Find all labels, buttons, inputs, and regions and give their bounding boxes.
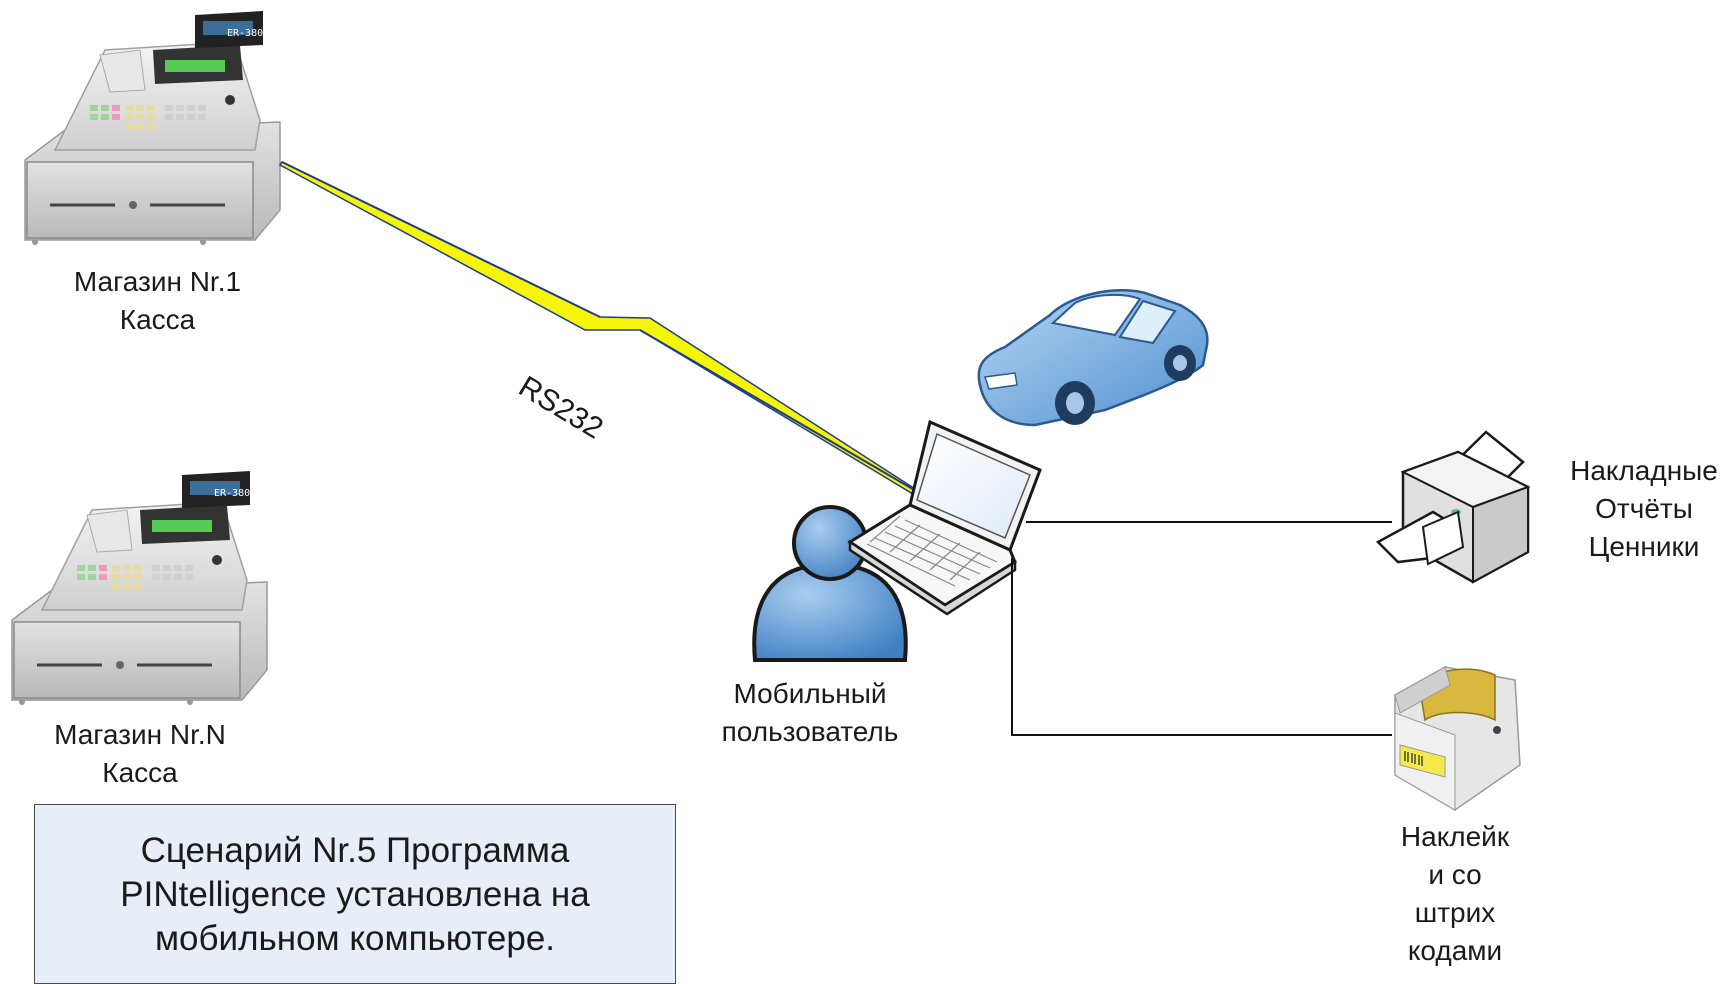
mobile-user-label-line-2: пользователь: [721, 716, 899, 747]
printer-label-line-2: Отчёты: [1595, 493, 1693, 524]
register-n-label-line-1: Магазин Nr.N: [54, 719, 226, 750]
cash-register-1-icon: ER-380: [24, 11, 281, 245]
mobile-user-label: Мобильный пользователь: [690, 675, 930, 751]
register-n-label: Магазин Nr.N Касса: [30, 716, 250, 792]
label-printer-label-line-4: кодами: [1407, 935, 1503, 966]
mobile-user-icon: [752, 505, 908, 662]
label-printer-label-line-1: Наклейк: [1400, 821, 1510, 852]
label-printer-label: Наклейк и со штрих кодами: [1365, 818, 1545, 970]
label-printer-icon: [1394, 666, 1521, 811]
laptop-icon: [847, 419, 1042, 616]
register-1-display-text: ER-380: [227, 28, 263, 39]
scenario-box: Сценарий Nr.5 Программа PINtelligence ус…: [34, 804, 676, 984]
register-n-display-text: ER-380: [214, 488, 250, 499]
printer-label-line-3: Ценники: [1588, 531, 1700, 562]
scenario-line-3: мобильном компьютере.: [154, 919, 556, 958]
label-printer-label-line-2: и со: [1428, 859, 1482, 890]
register-1-label: Магазин Nr.1 Касса: [50, 263, 265, 339]
register-1-label-line-2: Касса: [119, 304, 196, 335]
printer-icon: [1375, 430, 1531, 584]
rs232-link: [278, 161, 941, 511]
laptop-label-printer-link: [1011, 558, 1392, 736]
register-1-label-line-1: Магазин Nr.1: [73, 266, 242, 297]
car-icon: [977, 289, 1209, 427]
register-n-label-line-2: Касса: [102, 757, 178, 788]
cash-register-n-icon: ER-380: [11, 471, 268, 705]
label-printer-label-line-3: штрих: [1414, 897, 1496, 928]
mobile-user-label-line-1: Мобильный: [733, 678, 887, 709]
printer-label: Накладные Отчёты Ценники: [1556, 452, 1732, 566]
scenario-line-1: Сценарий Nr.5 Программа: [140, 831, 570, 870]
printer-label-line-1: Накладные: [1570, 455, 1718, 486]
scenario-line-2: PINtelligence установлена на: [120, 875, 590, 914]
